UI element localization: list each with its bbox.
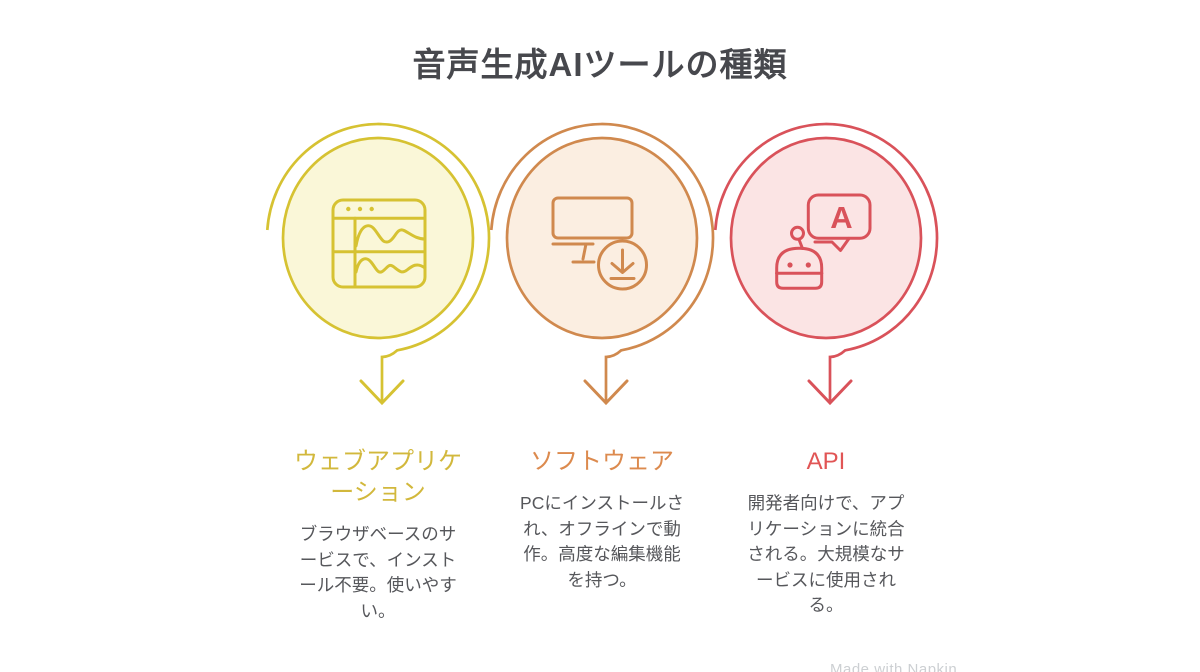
monitor-download-icon — [551, 196, 648, 291]
web-application-graphic — [265, 122, 491, 406]
item-description: ブラウザベースのサ ービスで、インスト ール不要。使いやす い。 — [299, 524, 457, 621]
item-description: PCにインストールさ れ、オフラインで動 作。高度な編集機能 を持つ。 — [520, 493, 684, 590]
down-arrow-icon — [359, 379, 405, 406]
item-api: A API 開発者向けで、アプ リケーションに統合 される。大規模なサ ービスに… — [711, 120, 941, 619]
swirl-arc-and-arrow-stem — [489, 122, 715, 402]
down-arrow-icon — [583, 379, 629, 406]
api-graphic: A — [713, 122, 939, 406]
item-software: ソフトウェア PCにインストールさ れ、オフラインで動 作。高度な編集機能 を持… — [487, 120, 717, 593]
robot-chat-icon: A — [775, 193, 872, 290]
watermark: Made with Napkin — [830, 661, 958, 672]
swirl-arc-and-arrow-stem — [265, 122, 491, 402]
down-arrow-icon — [807, 379, 853, 406]
software-graphic — [489, 122, 715, 406]
item-circle — [281, 136, 475, 340]
item-label: ウェブアプリケ ーション — [294, 448, 462, 506]
item-web-application: ウェブアプリケ ーション ブラウザベースのサ ービスで、インスト ール不要。使い… — [263, 120, 493, 624]
page-title: 音声生成AIツールの種類 — [412, 46, 788, 83]
item-description: 開発者向けで、アプ リケーションに統合 される。大規模なサ ービスに使用され る… — [747, 493, 905, 615]
item-label: ソフトウェア — [530, 448, 674, 475]
swirl-arc-and-arrow-stem — [713, 122, 939, 402]
letter-a-glyph: A — [830, 200, 852, 235]
item-label: API — [806, 448, 846, 475]
browser-waveform-icon — [331, 198, 427, 289]
